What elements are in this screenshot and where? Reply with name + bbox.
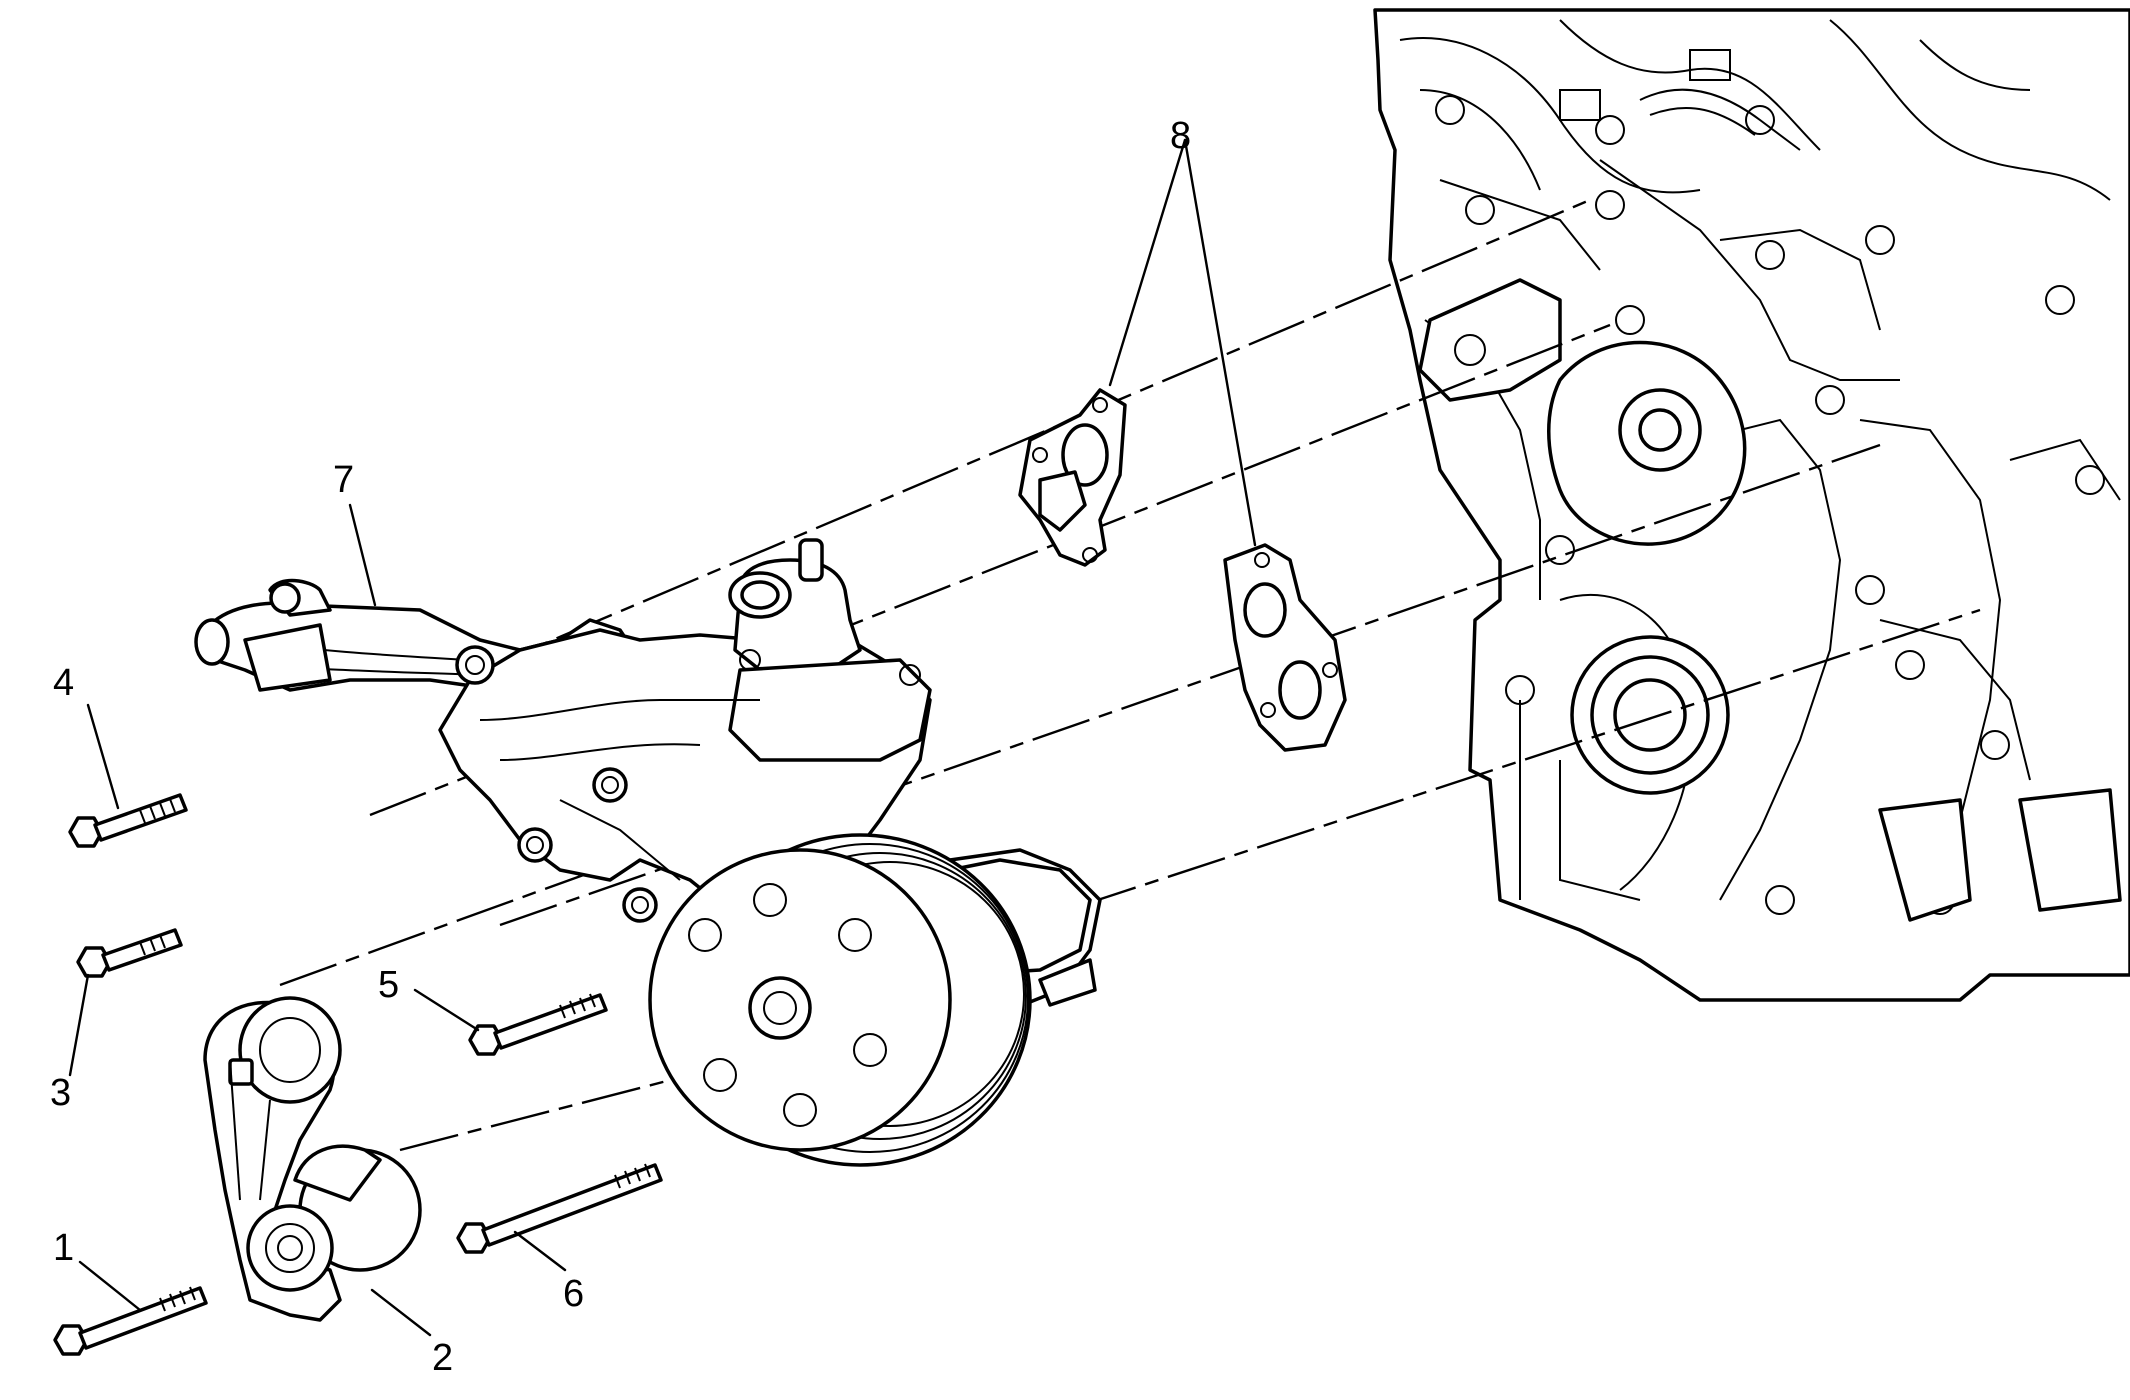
belt-tensioner — [203, 996, 422, 1322]
callout-1: 1 — [53, 1227, 74, 1269]
gasket-lower — [1223, 543, 1347, 752]
callout-7: 7 — [333, 459, 354, 501]
callout-4: 4 — [53, 662, 74, 704]
callout-2: 2 — [432, 1337, 453, 1379]
gasket-upper — [1018, 388, 1127, 567]
callout-6: 6 — [563, 1273, 584, 1315]
bolt-4 — [68, 793, 188, 848]
water-pump-pulley — [648, 833, 1032, 1167]
bolt-3 — [76, 928, 183, 978]
callout-5: 5 — [378, 964, 399, 1006]
callout-labels: 8 7 4 3 5 6 1 2 — [50, 115, 1191, 1379]
bolt-6 — [456, 1163, 663, 1254]
callout-3: 3 — [50, 1072, 71, 1114]
leader-lines — [68, 138, 1257, 1337]
engine-front-cover — [1373, 8, 2130, 1002]
bolt-5 — [468, 993, 608, 1056]
callout-8: 8 — [1170, 115, 1191, 157]
bolt-1 — [53, 1286, 208, 1356]
